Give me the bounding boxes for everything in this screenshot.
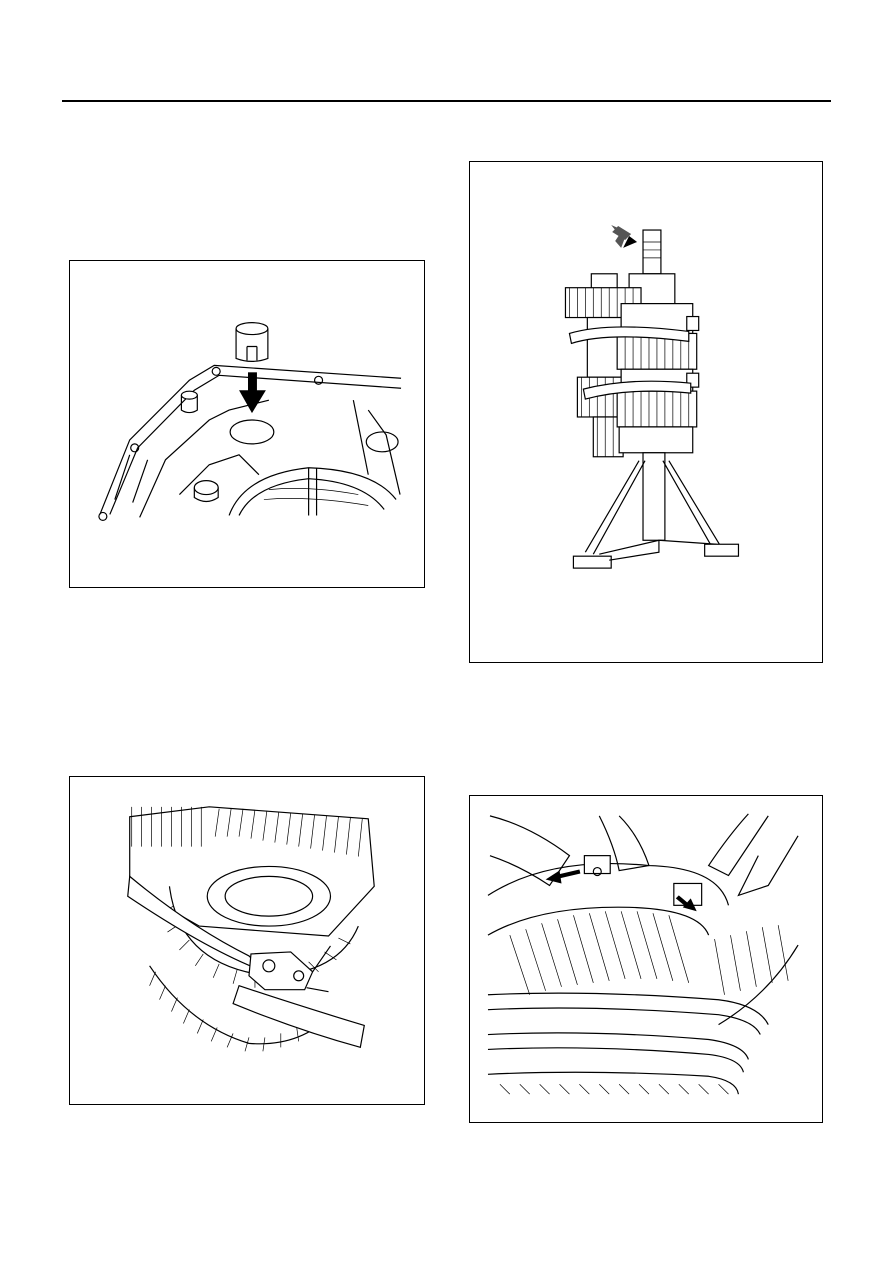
main-gear-stack <box>616 303 700 454</box>
synchronizer-hub <box>487 855 789 995</box>
arrow-right-icon <box>675 895 697 912</box>
upper-gear <box>129 806 375 937</box>
snap-ring-pliers <box>127 875 365 1049</box>
arrow-down-icon <box>239 372 266 414</box>
arrow-icon <box>611 225 638 248</box>
bearing-bore <box>228 467 397 516</box>
casing-illustration <box>98 322 402 522</box>
work-stand <box>572 452 740 569</box>
figure-synchronizer-ring <box>469 795 823 1123</box>
sleeve-part <box>235 322 269 362</box>
shaft-stand-illustration <box>564 225 740 569</box>
gear-rings <box>487 992 769 1095</box>
gear-spokes <box>489 813 799 1026</box>
arrow-left-icon <box>545 869 581 884</box>
synchronizer-illustration <box>487 813 799 1095</box>
strap-bands <box>568 326 692 400</box>
figure-snap-ring-pliers <box>69 776 425 1105</box>
casing-flange <box>98 364 402 522</box>
gear-pliers-illustration <box>127 806 375 1052</box>
figure-dowel-sleeve <box>69 260 425 588</box>
figure-gear-shaft-stand <box>469 161 823 663</box>
header-rule <box>62 100 831 102</box>
